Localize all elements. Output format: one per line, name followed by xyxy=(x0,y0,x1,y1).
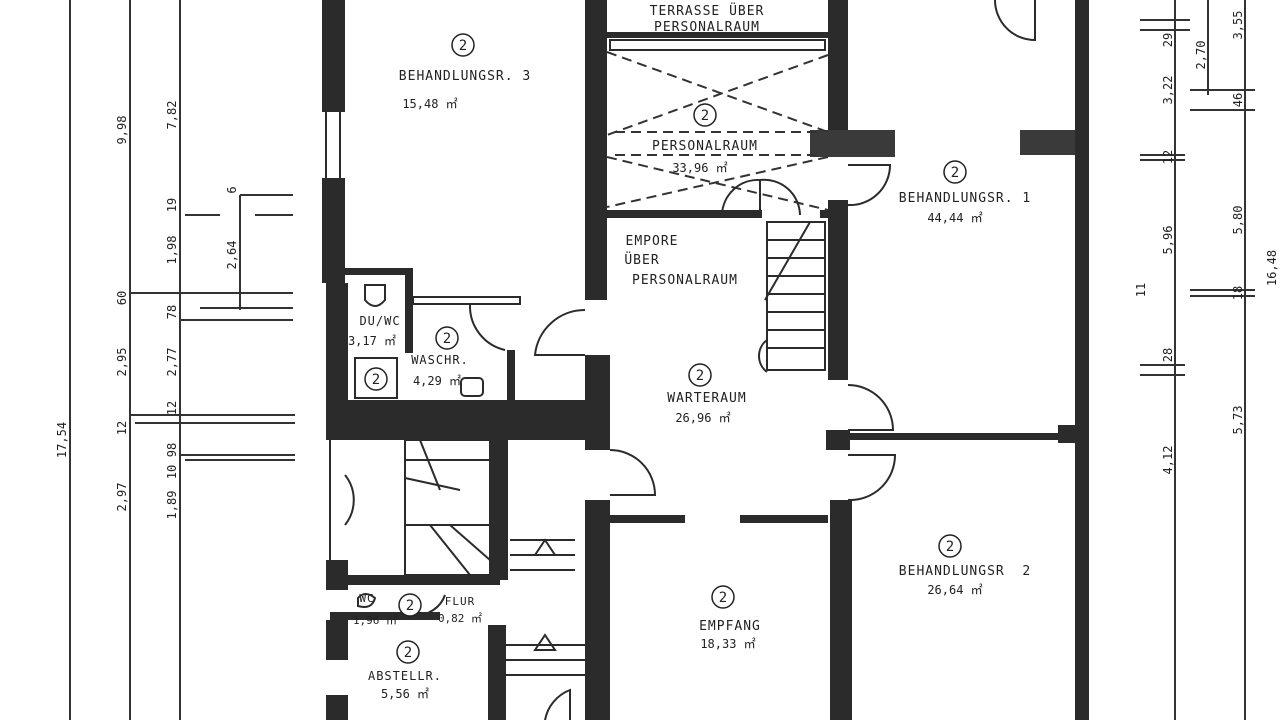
dimension-lines-left xyxy=(69,0,295,720)
svg-text:PERSONALRAUM: PERSONALRAUM xyxy=(654,20,760,35)
dimension-labels-right: 29 2,70 3,55 3,22 46 12 5,96 5,80 16,48 … xyxy=(1134,11,1279,475)
dim-46: 46 xyxy=(1231,93,1245,107)
room-behandlungsr-3: 2 BEHANDLUNGSR. 3 15,48 ㎡ xyxy=(399,33,531,111)
toilet-icon xyxy=(364,284,386,307)
svg-text:18,33 ㎡: 18,33 ㎡ xyxy=(700,637,755,651)
svg-text:2: 2 xyxy=(406,598,414,614)
room-empore: EMPORE ÜBER PERSONALRAUM xyxy=(624,234,738,288)
room-behandlungsr-2: 2 BEHANDLUNGSR 2 26,64 ㎡ xyxy=(899,534,1031,597)
sink-icon xyxy=(460,377,484,397)
dim-2-70: 2,70 xyxy=(1194,41,1208,70)
dim-98: 98 xyxy=(165,443,179,457)
dim-16-48: 16,48 xyxy=(1265,250,1279,286)
room-empfang: 2 EMPFANG 18,33 ㎡ xyxy=(699,585,761,651)
svg-text:1,96 ㎡: 1,96 ㎡ xyxy=(353,614,397,627)
svg-text:BEHANDLUNGSR 2: BEHANDLUNGSR 2 xyxy=(899,564,1031,579)
svg-text:PERSONALRAUM: PERSONALRAUM xyxy=(652,139,758,154)
dim-60: 60 xyxy=(115,291,129,305)
dim-9-98: 9,98 xyxy=(115,116,129,145)
svg-text:EMPFANG: EMPFANG xyxy=(699,619,761,634)
dim-2-97: 2,97 xyxy=(115,483,129,512)
svg-text:15,48 ㎡: 15,48 ㎡ xyxy=(402,97,457,111)
room-behandlungsr-1: 2 BEHANDLUNGSR. 1 44,44 ㎡ xyxy=(899,160,1031,225)
svg-text:EMPORE: EMPORE xyxy=(626,234,679,249)
room-terrasse: TERRASSE ÜBER PERSONALRAUM xyxy=(650,2,765,35)
walls xyxy=(322,0,1089,720)
svg-text:DU/WC: DU/WC xyxy=(359,314,400,328)
svg-text:WC: WC xyxy=(359,592,374,605)
stairs xyxy=(404,221,826,676)
svg-text:WARTERAUM: WARTERAUM xyxy=(667,391,746,406)
svg-text:2: 2 xyxy=(443,331,451,347)
dim-5-80: 5,80 xyxy=(1231,206,1245,235)
room-personalraum: 2 PERSONALRAUM 33,96 ㎡ xyxy=(652,103,758,175)
room-waschr: 2 WASCHR. 4,29 ㎡ xyxy=(411,326,469,388)
svg-text:TERRASSE ÜBER: TERRASSE ÜBER xyxy=(650,2,765,19)
svg-text:26,96 ㎡: 26,96 ㎡ xyxy=(675,411,730,425)
wc-toilet-icon xyxy=(357,593,377,608)
dim-2-64: 2,64 xyxy=(225,241,239,270)
shower-tray-icon xyxy=(354,357,398,399)
svg-text:WASCHR.: WASCHR. xyxy=(411,353,469,367)
dim-19: 19 xyxy=(165,198,179,212)
svg-text:4,29 ㎡: 4,29 ㎡ xyxy=(413,374,461,388)
dim-3-22: 3,22 xyxy=(1161,76,1175,105)
svg-text:3,17 ㎡: 3,17 ㎡ xyxy=(348,334,396,348)
dim-78: 78 xyxy=(165,305,179,319)
dim-12b: 12 xyxy=(115,421,129,435)
svg-text:0,82 ㎡: 0,82 ㎡ xyxy=(438,612,482,625)
svg-text:2: 2 xyxy=(701,108,709,124)
svg-text:ABSTELLR.: ABSTELLR. xyxy=(368,669,442,683)
room-abstellr: 2 ABSTELLR. 5,56 ㎡ xyxy=(368,640,442,701)
svg-text:BEHANDLUNGSR. 3: BEHANDLUNGSR. 3 xyxy=(399,69,531,84)
dimension-labels-left: 17,54 9,98 7,82 19 6 1,98 2,64 60 78 2,9… xyxy=(55,101,239,520)
dim-29: 29 xyxy=(1161,33,1175,47)
svg-text:26,64 ㎡: 26,64 ㎡ xyxy=(927,583,982,597)
svg-text:33,96 ㎡: 33,96 ㎡ xyxy=(672,161,727,175)
dim-18: 18 xyxy=(1231,286,1245,300)
svg-text:2: 2 xyxy=(696,368,704,384)
svg-text:2: 2 xyxy=(372,372,380,388)
overhead-lines xyxy=(606,51,829,211)
svg-text:FLUR: FLUR xyxy=(445,595,476,608)
svg-text:PERSONALRAUM: PERSONALRAUM xyxy=(632,273,738,288)
room-flur: FLUR 0,82 ㎡ xyxy=(438,595,482,625)
room-wc: WC 1,96 ㎡ 2 xyxy=(353,592,422,627)
dim-1-89: 1,89 xyxy=(165,491,179,520)
svg-text:2: 2 xyxy=(719,590,727,606)
room-labels: 2 BEHANDLUNGSR. 3 15,48 ㎡ TERRASSE ÜBER … xyxy=(348,2,1031,701)
dim-10: 10 xyxy=(165,465,179,479)
room-warteraum: 2 WARTERAUM 26,96 ㎡ xyxy=(667,363,746,425)
svg-text:BEHANDLUNGSR. 1: BEHANDLUNGSR. 1 xyxy=(899,191,1031,206)
svg-text:2: 2 xyxy=(946,539,954,555)
dim-5-73: 5,73 xyxy=(1231,406,1245,435)
svg-text:2: 2 xyxy=(951,165,959,181)
svg-text:2: 2 xyxy=(404,645,412,661)
svg-text:5,56 ㎡: 5,56 ㎡ xyxy=(381,687,429,701)
dim-12: 12 xyxy=(1161,150,1175,164)
dim-28: 28 xyxy=(1161,348,1175,362)
dim-3-55: 3,55 xyxy=(1231,11,1245,40)
room-du-wc: DU/WC 3,17 ㎡ 2 xyxy=(348,314,400,391)
dim-5-96: 5,96 xyxy=(1161,226,1175,255)
svg-text:ÜBER: ÜBER xyxy=(624,251,659,268)
dimension-lines-right xyxy=(1140,0,1255,720)
svg-text:2: 2 xyxy=(459,38,467,54)
dim-4-12: 4,12 xyxy=(1161,446,1175,475)
dim-7-82: 7,82 xyxy=(165,101,179,130)
dim-1-98: 1,98 xyxy=(165,236,179,265)
dim-6: 6 xyxy=(225,186,239,193)
dim-17-54: 17,54 xyxy=(55,422,69,458)
fixtures xyxy=(354,284,484,608)
dim-2-77: 2,77 xyxy=(165,348,179,377)
doors xyxy=(344,0,1036,720)
dim-2-95: 2,95 xyxy=(115,348,129,377)
dim-11: 11 xyxy=(1134,283,1148,297)
dim-12a: 12 xyxy=(165,401,179,415)
svg-text:44,44 ㎡: 44,44 ㎡ xyxy=(927,211,982,225)
